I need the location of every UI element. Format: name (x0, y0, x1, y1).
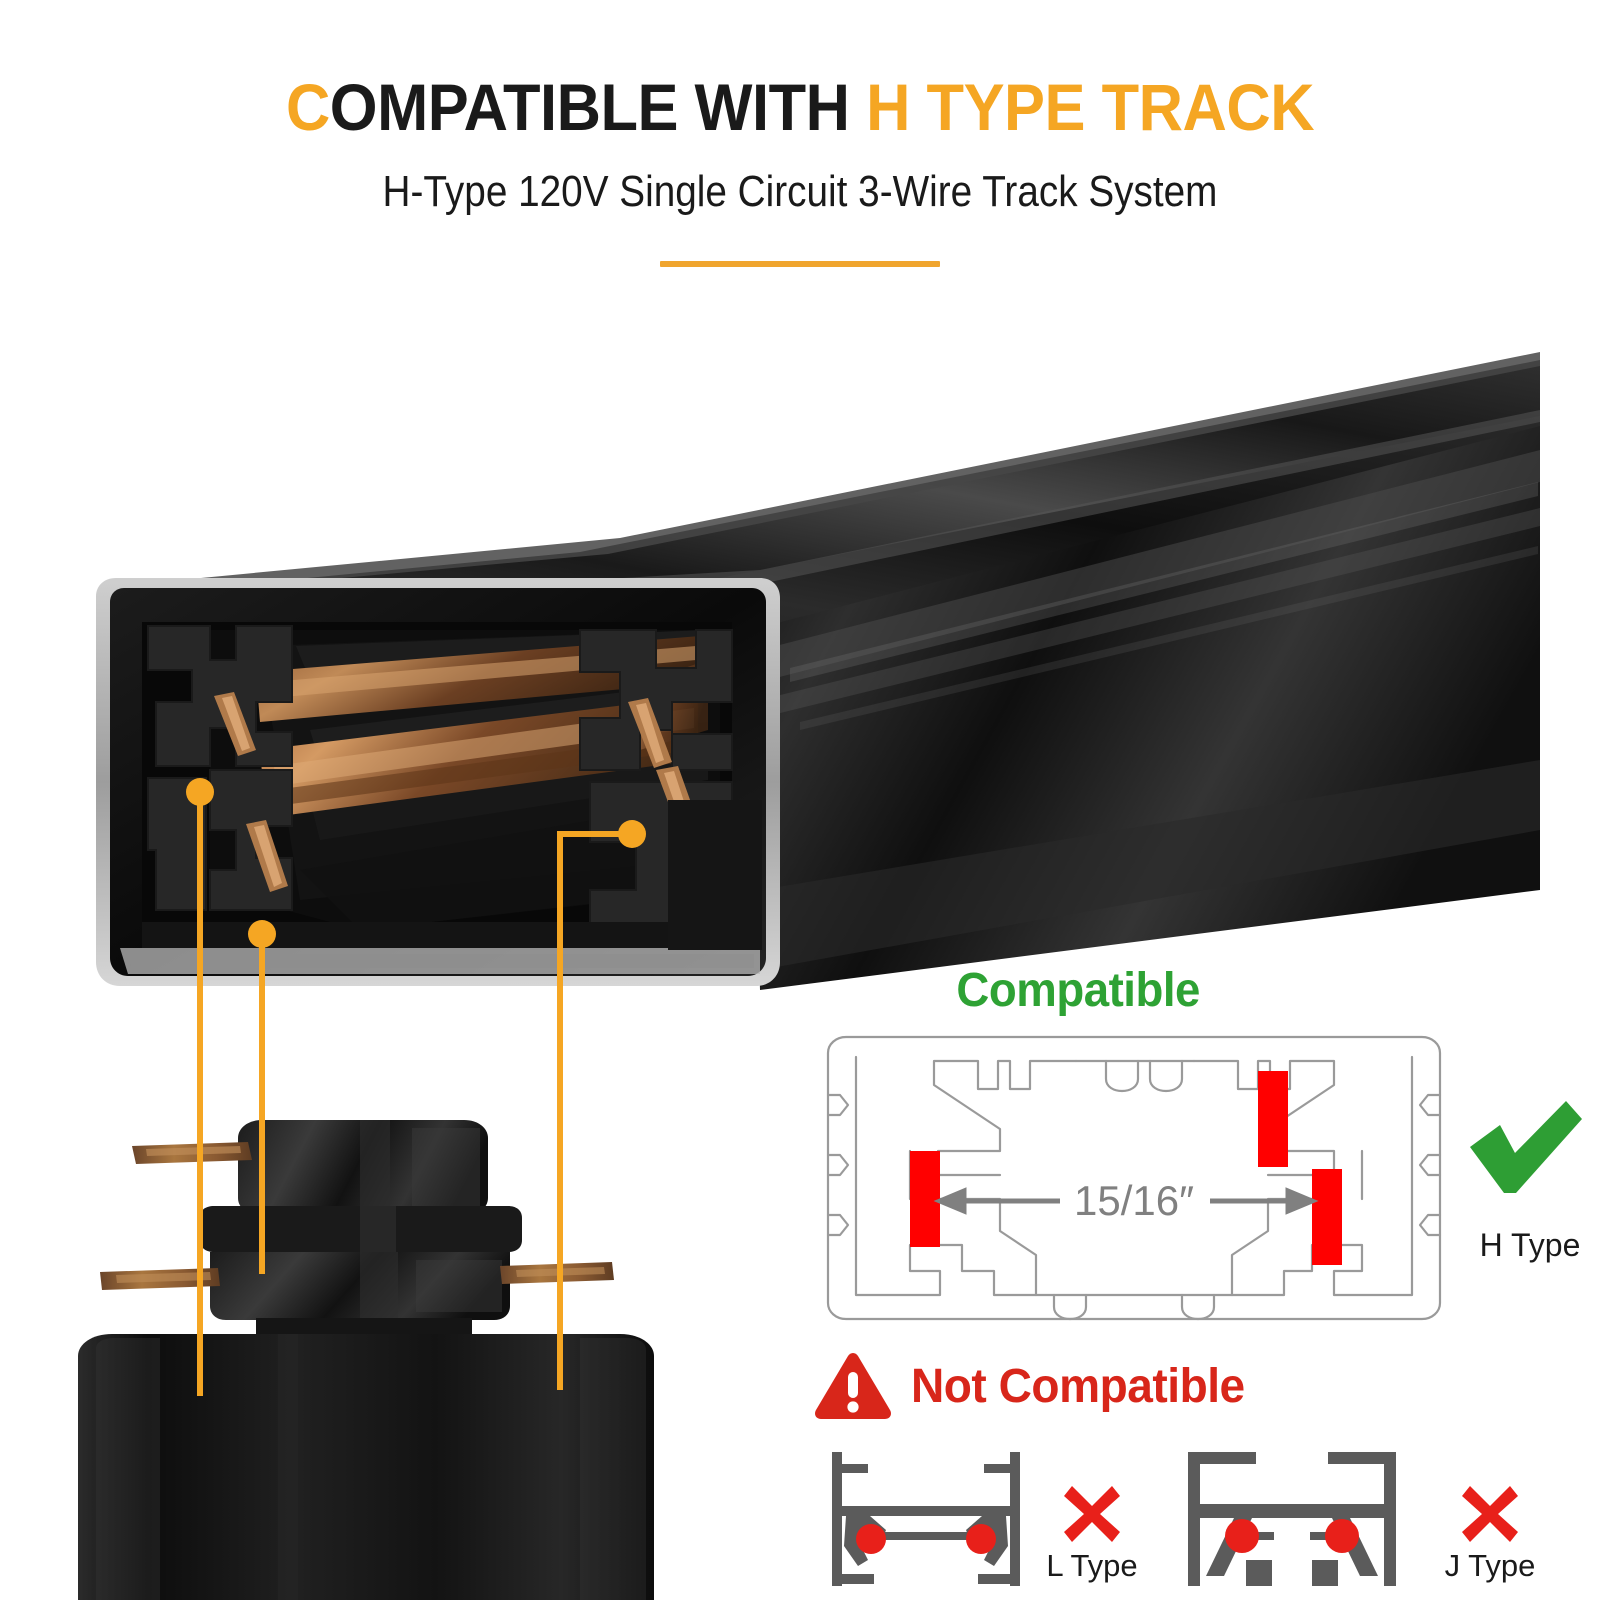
green-check-icon (1470, 1101, 1582, 1193)
compatible-type-label: H Type (1479, 1227, 1581, 1263)
compatible-heading: Compatible (956, 964, 1200, 1017)
title-accent-part: H TYPE TRACK (866, 70, 1315, 144)
x-mark-icon (1064, 1486, 1120, 1542)
dimension-label: 15/16″ (1074, 1177, 1194, 1224)
h-type-profile-diagram: 15/16″ (826, 1035, 1442, 1321)
contact-right-upper (1258, 1071, 1288, 1167)
not-compatible-item-j-type: J Type (1172, 1448, 1572, 1598)
warning-triangle-icon (815, 1353, 891, 1419)
j-type-track-profile (1188, 1452, 1396, 1586)
title-lead-letter: C (285, 70, 330, 144)
l-type-track-profile (832, 1452, 1020, 1586)
not-compatible-label-l-type: L Type (1046, 1548, 1138, 1583)
not-compatible-section: Not Compatible L Type (800, 1340, 1600, 1600)
track-cross-section-photo (60, 330, 1540, 1030)
contact-right-lower (1312, 1169, 1342, 1265)
page-subtitle: H-Type 120V Single Circuit 3-Wire Track … (382, 167, 1218, 216)
x-mark-icon (1462, 1486, 1518, 1542)
page-title: COMPATIBLE WITH H TYPE TRACK (56, 74, 1544, 140)
title-underline-rule (660, 261, 940, 267)
contact-left-lower (910, 1151, 940, 1247)
not-compatible-label-j-type: J Type (1444, 1548, 1536, 1583)
not-compatible-item-l-type: L Type (814, 1448, 1184, 1598)
header-banner: COMPATIBLE WITH H TYPE TRACK H-Type 120V… (0, 0, 1600, 300)
track-head-adapter-photo (60, 1090, 680, 1600)
not-compatible-heading: Not Compatible (910, 1359, 1245, 1413)
compatible-section: Compatible (800, 955, 1600, 1325)
title-black-part: OMPATIBLE WITH (329, 70, 867, 144)
